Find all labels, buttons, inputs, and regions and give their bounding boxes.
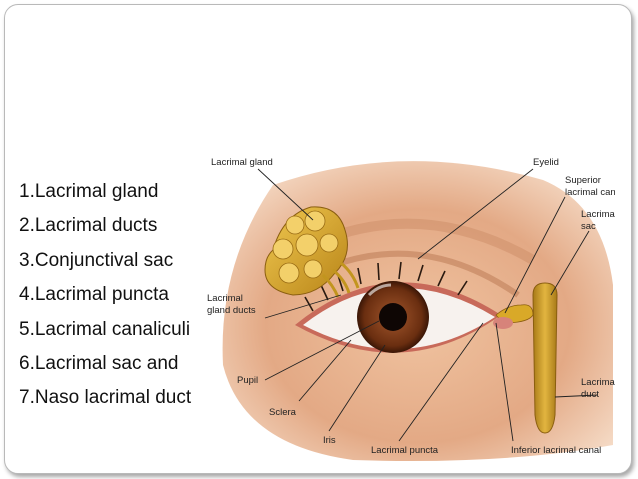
label-lacrimal-duct-2: duct	[581, 389, 599, 400]
list-item: 3.Conjunctival sac	[19, 249, 174, 271]
label-pupil: Pupil	[237, 375, 258, 386]
label-lacrimal-gland: Lacrimal gland	[211, 157, 273, 168]
eye-anatomy-svg: Lacrimal gland Eyelid Superior lacrimal …	[203, 145, 615, 473]
eye-anatomy-diagram: Lacrimal gland Eyelid Superior lacrimal …	[203, 145, 615, 473]
list-item: 1.Lacrimal gland	[19, 181, 159, 202]
pupil-shape	[379, 303, 407, 331]
label-sclera: Sclera	[269, 407, 297, 418]
eyelashes	[304, 261, 468, 312]
gland-ducts	[321, 261, 360, 298]
list-item: 4.Lacrimal puncta	[19, 284, 169, 306]
list-item: 2.Lacrimal ducts	[19, 215, 158, 237]
list-item: 5.Lacrimal canaliculi	[19, 318, 191, 340]
label-gland-ducts-2: gland ducts	[207, 305, 256, 316]
structure-list: 1.Lacrimal gland 2.Lacrimal ducts 3.Conj…	[19, 175, 205, 416]
label-lacrimal-duct-1: Lacrimal	[581, 377, 615, 388]
label-iris: Iris	[323, 435, 336, 446]
caruncle-shape	[493, 317, 513, 329]
list-item: 6.Lacrimal sac and	[19, 352, 179, 374]
label-lacrimal-puncta: Lacrimal puncta	[371, 445, 439, 456]
iris-highlight	[367, 283, 392, 297]
leader-lines	[257, 168, 598, 442]
label-gland-ducts-1: Lacrimal	[207, 293, 243, 304]
lacrimal-sac-shape	[532, 282, 558, 434]
label-lacrimal-sac-2: sac	[581, 221, 596, 232]
label-superior-canal-1: Superior	[565, 175, 601, 186]
gland-lobes	[272, 210, 339, 284]
label-superior-canal-2: lacrimal canal	[565, 187, 615, 198]
slide-frame: 1.Lacrimal gland 2.Lacrimal ducts 3.Conj…	[4, 4, 632, 474]
list-item: 7.Naso lacrimal duct	[19, 387, 192, 409]
label-eyelid: Eyelid	[533, 157, 559, 168]
label-inferior-canal: Inferior lacrimal canal	[511, 445, 601, 456]
label-lacrimal-sac-1: Lacrimal	[581, 209, 615, 220]
